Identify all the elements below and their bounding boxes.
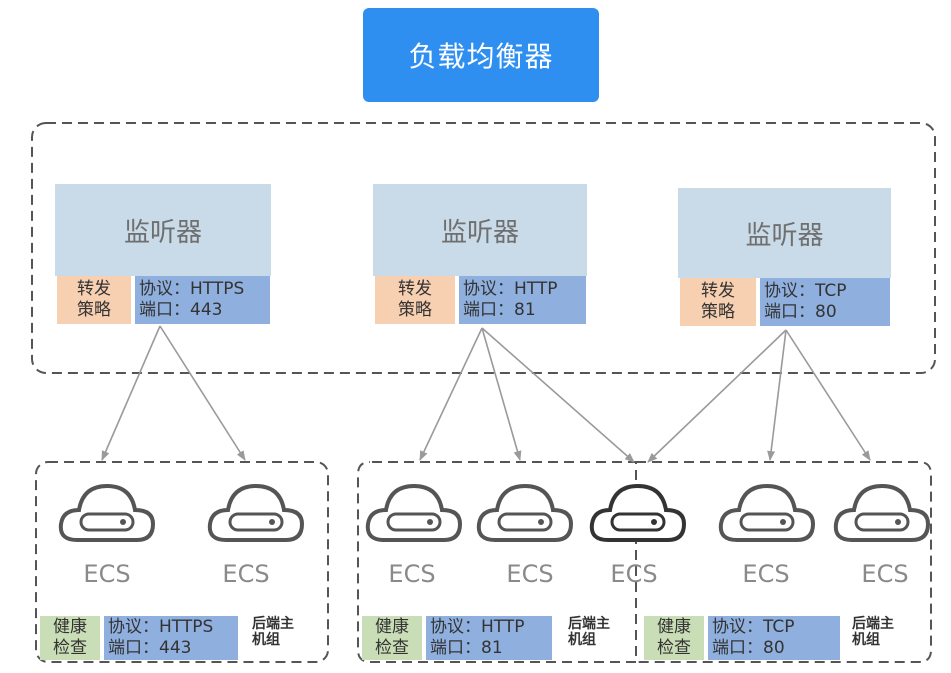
backend-1-group-label: 后端主 机组	[252, 616, 294, 648]
ecs-4-label: ECS	[506, 560, 554, 588]
backend-2-health-check: 健康 检查	[362, 616, 422, 660]
backend-1-protocol: 协议：HTTPS 端口：443	[104, 616, 238, 660]
ecs-3-cloud-icon	[365, 483, 463, 542]
listener-container	[31, 122, 936, 374]
listener-2-protocol: 协议：HTTP 端口：81	[459, 276, 586, 324]
arrow-l1-ecs2	[159, 325, 246, 461]
ecs-7-label: ECS	[861, 560, 909, 588]
listener-2-policy: 转发 策略	[375, 276, 455, 324]
arrow-l3-ecs5	[647, 329, 787, 463]
ecs-1-cloud-icon	[58, 483, 156, 542]
backend-2-protocol: 协议：HTTP 端口：81	[426, 616, 552, 660]
listener-1-protocol: 协议：HTTPS 端口：443	[135, 276, 270, 324]
arrow-l2-ecs3	[419, 327, 483, 461]
ecs-2-label: ECS	[222, 560, 270, 588]
backend-3-health-check: 健康 检查	[644, 616, 704, 660]
ecs-1-label: ECS	[83, 560, 131, 588]
ecs-7-cloud-icon	[833, 483, 931, 542]
backend-3-protocol: 协议：TCP 端口：80	[708, 616, 840, 660]
listener-3-title: 监听器	[678, 188, 891, 278]
ecs-5-cloud-icon	[589, 483, 687, 542]
arrow-l2-ecs5	[481, 327, 635, 463]
backend-group-3-outline	[636, 461, 932, 663]
listener-2-title: 监听器	[373, 184, 587, 276]
ecs-4-cloud-icon	[476, 483, 574, 542]
load-balancer-box: 负载均衡器	[363, 8, 599, 102]
listener-1-title: 监听器	[55, 184, 271, 276]
backend-group-1-outline	[35, 461, 329, 663]
backend-group-2-outline	[357, 461, 637, 663]
arrow-l2-ecs4	[481, 327, 522, 461]
arrow-l3-ecs7	[785, 329, 871, 461]
ecs-2-cloud-icon	[207, 483, 305, 542]
listener-1-policy: 转发 策略	[57, 276, 131, 324]
listener-3-policy: 转发 策略	[680, 278, 756, 326]
ecs-6-label: ECS	[742, 560, 790, 588]
ecs-6-cloud-icon	[718, 483, 816, 542]
backend-2-group-label: 后端主 机组	[568, 616, 610, 648]
backend-1-health-check: 健康 检查	[40, 616, 100, 660]
listener-3-protocol: 协议：TCP 端口：80	[760, 278, 890, 326]
backend-3-group-label: 后端主 机组	[852, 616, 894, 648]
arrow-l1-ecs1	[101, 325, 161, 461]
ecs-5-label: ECS	[610, 560, 658, 588]
arrow-l3-ecs6	[767, 329, 787, 461]
load-balancer-label: 负载均衡器	[408, 40, 554, 73]
ecs-3-label: ECS	[388, 560, 436, 588]
